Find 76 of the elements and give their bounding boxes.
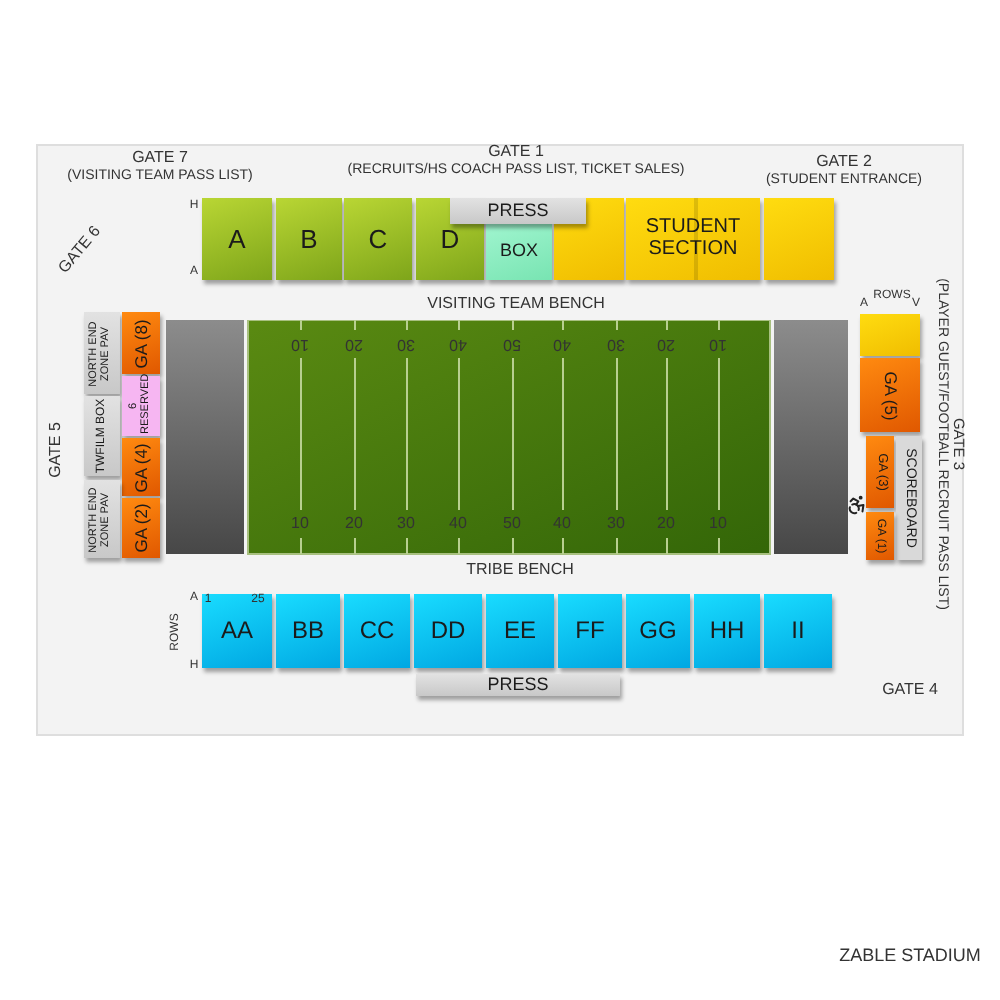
yard-number: 30 (397, 516, 415, 532)
seating-section (122, 438, 160, 496)
seating-section (626, 594, 690, 668)
gate-label: GATE 4 (882, 682, 938, 698)
seating-section (414, 594, 482, 668)
yard-number: 40 (553, 336, 571, 352)
section-label: BB (291, 618, 324, 644)
seating-section (122, 376, 160, 436)
seating-section (866, 436, 894, 508)
seating-section (486, 594, 554, 668)
yard-number: 20 (345, 336, 363, 352)
gate-label: GATE 7 (132, 150, 188, 166)
bench-label: TRIBE BENCH (466, 562, 574, 578)
section-label: PRESS (487, 675, 549, 695)
seating-section (122, 312, 160, 374)
section-label: GA (4) (132, 440, 150, 494)
press-box (450, 198, 586, 224)
yard-number: 40 (449, 516, 467, 532)
seating-section (344, 198, 412, 280)
section-label: CC (359, 618, 395, 644)
seating-section (558, 594, 622, 668)
yard-number: 10 (291, 336, 309, 352)
yard-number: 10 (291, 516, 309, 532)
seating-section (866, 512, 894, 560)
seating-section (626, 198, 760, 280)
yard-number: 40 (553, 516, 571, 532)
section-label: BOX (499, 242, 538, 262)
section-label: B (300, 225, 318, 253)
scoreboard (896, 436, 922, 560)
section-label: GA (2) (132, 501, 150, 556)
press-box (84, 396, 120, 476)
seating-section (276, 594, 340, 668)
section-label: AA (220, 618, 253, 644)
press-box (416, 674, 620, 696)
press-box (84, 312, 120, 394)
section-label: II (791, 618, 805, 644)
section-label: C (368, 225, 388, 253)
row-marker: VISITING TEAM BENCH (427, 296, 605, 312)
gate-label: GATE 2 (816, 154, 872, 170)
seating-section (764, 198, 834, 280)
yard-number: 30 (397, 336, 415, 352)
yard-number: 50 (503, 516, 521, 532)
yard-number: 20 (657, 516, 675, 532)
yard-number: 20 (657, 336, 675, 352)
section-label: PRESS (487, 201, 549, 221)
gate-label: GATE 5 (48, 422, 64, 478)
venue-name: ZABLE STADIUM (839, 947, 981, 965)
yard-number: 20 (345, 516, 363, 532)
seating-section (344, 594, 410, 668)
press-box (84, 480, 120, 558)
seating-section (860, 358, 920, 432)
section-label: STUDENT SECTION (643, 218, 743, 260)
seating-section (764, 594, 832, 668)
section-label: D (440, 225, 460, 253)
seating-section (276, 198, 342, 280)
yard-number: 50 (503, 336, 521, 352)
seating-section (202, 594, 272, 668)
section-label: GA (8) (132, 316, 150, 372)
section-label: GA (5) (881, 368, 899, 424)
seating-section (860, 314, 920, 356)
gate-label: GATE 1 (488, 144, 544, 160)
yard-number: 30 (607, 516, 625, 532)
yard-number: 10 (709, 336, 727, 352)
yard-number: 30 (607, 336, 625, 352)
yard-number: 40 (449, 336, 467, 352)
section-label: GG (639, 618, 677, 644)
seating-section (694, 594, 760, 668)
section-label: HH (709, 618, 745, 644)
section-label: DD (430, 618, 466, 644)
seating-section (486, 224, 552, 280)
yard-number: 10 (709, 516, 727, 532)
section-label: EE (503, 618, 536, 644)
seating-section (202, 198, 272, 280)
section-label: FF (575, 618, 605, 644)
section-label: A (228, 225, 246, 253)
seating-section (122, 498, 160, 558)
